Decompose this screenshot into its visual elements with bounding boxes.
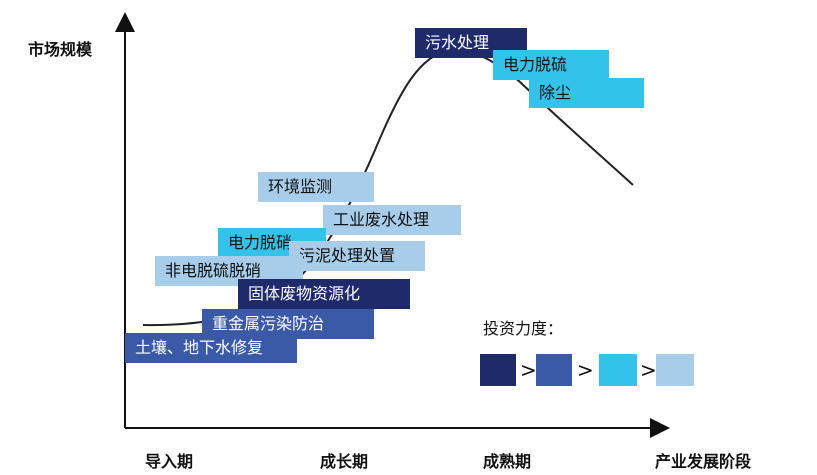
sector-box: 工业废水处理 <box>323 205 461 235</box>
sector-box: 非电脱硫脱硝 <box>155 256 303 286</box>
legend-swatch-level-3 <box>599 354 637 386</box>
stage-label: 成长期 <box>320 452 369 471</box>
x-axis-label: 产业发展阶段 <box>655 452 752 471</box>
legend-swatch-level-4 <box>656 354 694 386</box>
stage-label: 导入期 <box>145 452 194 471</box>
sector-box: 污泥处理处置 <box>289 241 425 271</box>
stage-label: 成熟期 <box>483 452 532 471</box>
legend-separator: > <box>577 358 594 382</box>
sector-box: 固体废物资源化 <box>238 279 410 309</box>
sector-box: 土壤、地下水修复 <box>125 333 297 363</box>
y-axis-label: 市场规模 <box>28 40 93 59</box>
legend-title: 投资力度： <box>483 319 564 338</box>
legend-separator: > <box>520 358 537 382</box>
sector-box: 电力脱硫 <box>493 50 609 80</box>
sector-box: 除尘 <box>529 78 644 108</box>
legend-swatch-level-2 <box>536 354 572 386</box>
legend-separator: > <box>640 358 657 382</box>
sector-box: 环境监测 <box>258 172 374 202</box>
legend-swatch-level-1 <box>480 354 516 386</box>
